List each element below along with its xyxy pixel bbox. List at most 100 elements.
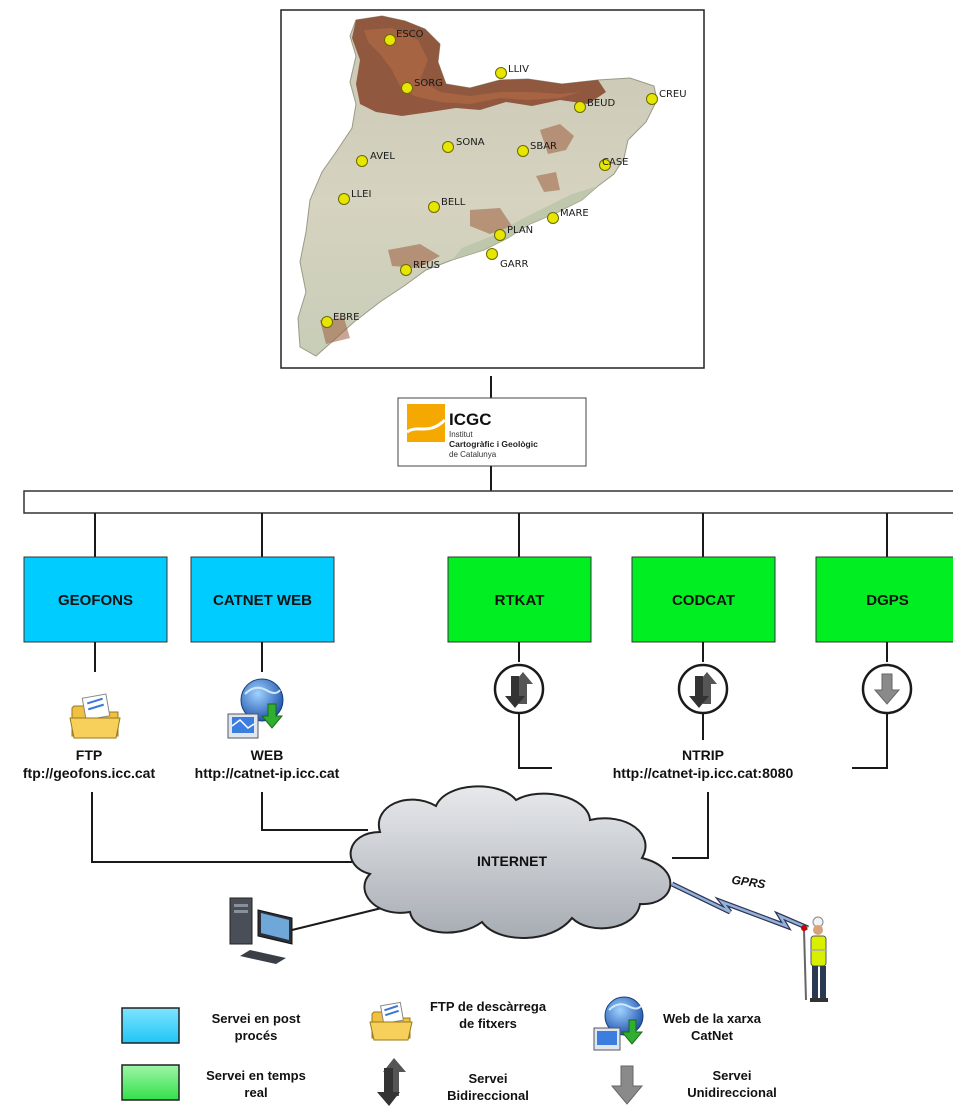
station-dot (574, 101, 586, 113)
web-to-internet (261, 792, 368, 831)
station-label: EBRE (333, 312, 359, 323)
central-ranges-relief (320, 124, 574, 344)
ftp-folder-icon (69, 693, 121, 739)
ntrip-url: http://catnet-ip.icc.cat:8080 (613, 765, 794, 781)
station-dot (486, 248, 498, 260)
service-codcat-label: CODCAT (672, 592, 735, 609)
station-label: BEUD (587, 98, 615, 109)
station-marker-sorg: SORG (401, 78, 443, 94)
station-label: SORG (414, 78, 443, 89)
station-dot (338, 193, 350, 205)
legend-ftp-line-1: FTP de descàrrega (430, 999, 547, 1014)
station-marker-creu: CREU (646, 89, 687, 105)
legend-post-process-line-2: procés (235, 1028, 278, 1043)
gprs-label: GPRS (731, 873, 767, 892)
station-label: LLEI (351, 189, 371, 200)
service-rtkat-label: RTKAT (495, 592, 545, 609)
web-globe-icon (227, 678, 284, 739)
legend-bidirectional-line-2: Bidireccional (447, 1088, 529, 1103)
station-dot (547, 212, 559, 224)
legend-realtime-swatch (121, 1064, 180, 1101)
dgps-downlink (852, 713, 888, 769)
logo-mark-wave (406, 418, 447, 434)
station-label: CASE (602, 157, 629, 168)
ftp-url: ftp://geofons.icc.cat (23, 765, 156, 781)
station-marker-bell: BELL (428, 197, 466, 213)
legend-realtime-line-2: real (244, 1085, 267, 1100)
service-geofons[interactable]: GEOFONS (23, 556, 168, 643)
station-dot (442, 141, 454, 153)
rtkat-downlink (518, 713, 552, 769)
logo-line-3: de Catalunya (449, 450, 497, 459)
station-marker-garr: GARR (486, 248, 529, 270)
station-dot (517, 145, 529, 157)
distribution-bus (23, 490, 953, 514)
station-dot (321, 316, 333, 328)
station-label: BELL (441, 197, 466, 208)
ntrip-title: NTRIP (682, 747, 724, 763)
bidirectional-arrow-icon (493, 663, 545, 715)
station-marker-sbar: SBAR (517, 141, 557, 157)
internet-label: INTERNET (477, 853, 547, 869)
service-dgps[interactable]: DGPS (815, 556, 953, 643)
station-label: SONA (456, 137, 485, 148)
logo-mark (407, 404, 445, 442)
web-url: http://catnet-ip.icc.cat (195, 765, 340, 781)
legend-ftp-line-2: de fitxers (459, 1016, 517, 1031)
icgc-logo: ICGC Institut Cartogràfic i Geològic de … (397, 397, 587, 467)
legend-realtime-line-1: Servei en temps (206, 1068, 306, 1083)
station-dot (599, 159, 611, 171)
legend-web-line-1: Web de la xarxa (663, 1011, 762, 1026)
station-dot (428, 201, 440, 213)
legend-unidirectional-line-2: Unidireccional (687, 1085, 777, 1100)
station-marker-ebre: EBRE (321, 312, 359, 328)
legend-web-line-2: CatNet (691, 1028, 734, 1043)
legend-post-process-swatch (121, 1007, 180, 1044)
surveyor-gnss-icon (801, 916, 828, 1002)
desktop-computer-icon (229, 897, 293, 964)
station-marker-reus: REUS (400, 260, 440, 276)
station-dot (646, 93, 658, 105)
logo-line-1: Institut (449, 430, 473, 439)
station-dot (401, 82, 413, 94)
station-label: AVEL (370, 151, 395, 162)
station-marker-llei: LLEI (338, 189, 371, 205)
station-marker-mare: MARE (547, 208, 589, 224)
service-dgps-label: DGPS (866, 592, 909, 609)
ftp-title: FTP (76, 747, 102, 763)
station-marker-esco: ESCO (384, 29, 424, 46)
coast-shading (452, 186, 598, 260)
service-catnet-web[interactable]: CATNET WEB (190, 556, 335, 643)
ftp-to-internet (91, 792, 360, 863)
legend-bidirectional-arrow-icon (377, 1058, 406, 1106)
station-label: PLAN (507, 225, 533, 236)
logo-line-2: Cartogràfic i Geològic (449, 439, 538, 449)
service-rtkat[interactable]: RTKAT (447, 556, 592, 643)
logo-acronym: ICGC (449, 410, 492, 429)
legend-post-process-line-1: Servei en post (212, 1011, 302, 1026)
legend-bidirectional-line-1: Servei (468, 1071, 507, 1086)
station-marker-case: CASE (599, 157, 629, 171)
legend-web-globe-icon (593, 996, 644, 1051)
station-label: MARE (560, 208, 589, 219)
service-catnet-web-label: CATNET WEB (213, 592, 312, 609)
legend-ftp-folder-icon (369, 1001, 413, 1041)
internet-cloud: INTERNET (349, 785, 672, 939)
ntrip-to-internet (672, 792, 709, 859)
unidirectional-arrow-icon (861, 663, 913, 715)
station-dot (494, 229, 506, 241)
legend-unidirectional-line-1: Servei (712, 1068, 751, 1083)
bidirectional-arrow-icon (677, 663, 729, 715)
station-label: LLIV (508, 64, 529, 75)
service-geofons-label: GEOFONS (58, 592, 133, 609)
station-dot (495, 67, 507, 79)
station-dot (400, 264, 412, 276)
station-marker-beud: BEUD (574, 98, 615, 113)
legend: Servei en post procés Servei en temps re… (121, 996, 777, 1106)
station-label: REUS (413, 260, 440, 271)
service-codcat[interactable]: CODCAT (631, 556, 776, 643)
station-label: ESCO (396, 29, 424, 40)
web-title: WEB (251, 747, 284, 763)
station-marker-plan: PLAN (494, 225, 533, 241)
station-layer: ESCO LLIV SORG CREU BEUD SONA SBAR AVEL CASE LLEI… (321, 29, 687, 328)
